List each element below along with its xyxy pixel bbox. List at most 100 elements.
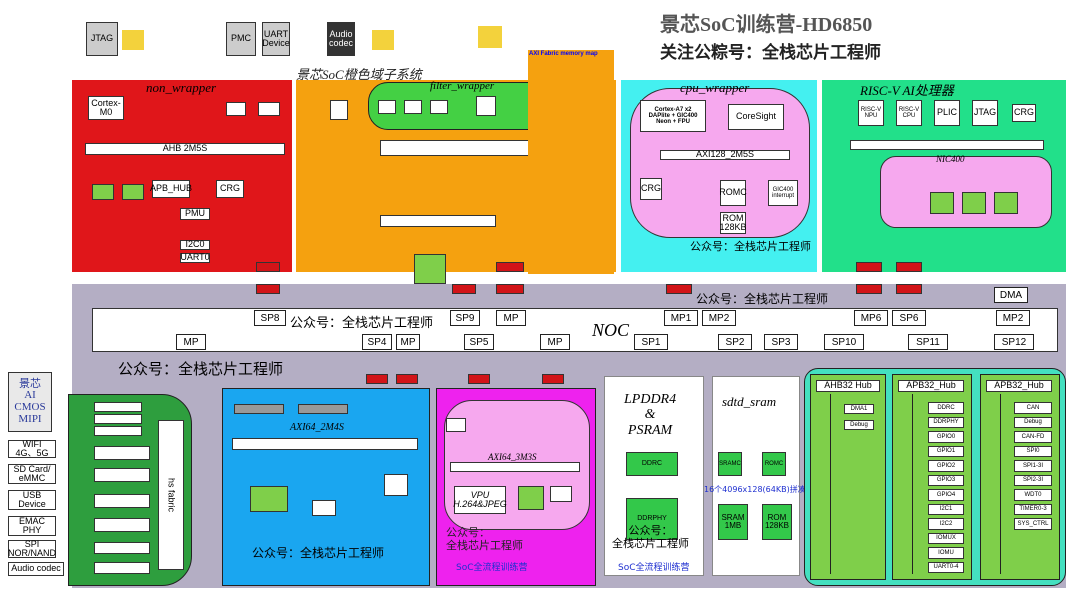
left-ctrl-5 [94, 468, 150, 482]
coresight-box: CoreSight [728, 104, 784, 130]
emac-phy-box: EMAC PHY [8, 516, 56, 536]
rom-box: ROM 128KB [762, 504, 792, 540]
axi64-3m3s-watermark-1: 公众号： 全栈芯片工程师 [446, 526, 523, 552]
axi64-3m3s-ctrl [550, 486, 572, 502]
noc-watermark-3: 公众号：全栈芯片工程师 [118, 360, 284, 378]
axi64-2m4s-bus [232, 438, 418, 450]
audio-codec-box: Audio codec [327, 22, 355, 56]
axi64-2m4s-watermark: 公众号：全栈芯片工程师 [252, 546, 385, 560]
wifi-box: WIFI 4G、5G [8, 439, 56, 458]
filter-block-1 [378, 100, 396, 114]
filter-block-3 [430, 100, 448, 114]
hub-item: CAN [1014, 402, 1052, 414]
ddrphy-box: DDRPHY [626, 498, 678, 540]
red-sram-block-1 [92, 184, 114, 200]
filter-block-riscv [476, 96, 496, 116]
ddrc-box: DDRC [626, 452, 678, 476]
non-wrapper-label: non_wrapper [146, 80, 217, 95]
axi64-2m4s-master-2 [298, 404, 348, 414]
port-mp-sp5: MP [540, 334, 570, 350]
plic-box: PLIC [934, 100, 960, 126]
noc-label: NOC [592, 320, 630, 340]
gic400-label: GIC400 interrupt [771, 186, 794, 199]
red-periph-2 [258, 102, 280, 116]
audio-codec-label: Audio codec [328, 28, 354, 48]
diagram-header: 景芯SoC训练营-HD6850 关注公粽号：全栈芯片工程师 [620, 4, 1080, 64]
orange-axi-bus [380, 140, 546, 156]
port-sp5: SP5 [464, 334, 494, 350]
uart-device-label: UART Device [262, 28, 290, 48]
cpu-wrapper-watermark: 公众号：全栈芯片工程师 [690, 240, 811, 253]
i2c0-box: I2C0 [180, 240, 210, 250]
apb32-hub-b-title: APB32_Hub [986, 380, 1052, 392]
ahb32-trunk [830, 394, 831, 574]
riscv-ai-label: RISC-V AI处理器 [860, 83, 954, 98]
port-mp2-right: MP2 [996, 310, 1030, 326]
hub-item: CAN-FD [1014, 431, 1052, 443]
axi64-3m3s-top [446, 418, 466, 432]
apb32b-trunk [1000, 394, 1001, 574]
conn-sp4 [366, 374, 388, 384]
conn-mp-sp5 [542, 374, 564, 384]
port-mp6: MP6 [854, 310, 888, 326]
hub-item: GPIO2 [928, 460, 964, 472]
left-ctrl-2 [94, 414, 142, 424]
axi128-bus: AXI128_2M5S [660, 150, 790, 160]
pmc-box: PMC [226, 22, 256, 56]
vpu-label: VPU H.264&JPEG [453, 489, 507, 509]
hub-item: SPI1-3I [1014, 460, 1052, 472]
top-bus-tag-2 [372, 30, 394, 50]
port-sp11: SP11 [908, 334, 948, 350]
hub-item: UART0-4 [928, 561, 964, 573]
hub-item: IOMU [928, 547, 964, 559]
emac-phy-label: EMAC PHY [18, 515, 45, 535]
red-sram-block-2 [122, 184, 144, 200]
hub-item: GPIO4 [928, 489, 964, 501]
top-bus-tag-3 [478, 26, 502, 48]
rom-128kb-label: ROM 128KB [719, 212, 747, 232]
hub-item: SYS_CTRL [1014, 518, 1052, 530]
axi64-2m4s-master-1 [234, 404, 284, 414]
left-ctrl-4 [94, 446, 150, 460]
riscv-crg-box: CRG [1012, 104, 1036, 122]
lpddr4-watermark-1: 公众号： 全栈芯片工程师 [612, 524, 689, 550]
left-ctrl-6 [94, 494, 150, 508]
riscv-npu-label: RISC-V NPU [860, 106, 882, 119]
jtag-box: JTAG [86, 22, 118, 56]
port-sp6: SP6 [892, 310, 926, 326]
red-periph-1 [226, 102, 246, 116]
cortex-m0-box: Cortex-M0 [88, 96, 124, 120]
port-sp9: SP9 [450, 310, 480, 326]
left-ctrl-1 [94, 402, 142, 412]
filter-block-2 [404, 100, 422, 114]
hub-item: SPI2-3I [1014, 474, 1052, 486]
port-mp-top: MP [496, 310, 526, 326]
conn-mp-sp4 [396, 374, 418, 384]
sd-card-label: SD Card/ eMMC [13, 463, 51, 483]
lpddr4-label-text: LPDDR4 & PSRAM [624, 392, 677, 438]
cortex-a7-label: Cortex-A7 x2 DAPlite + GIC400 Neon + FPU [648, 106, 698, 126]
hub-item: WDT0 [1014, 489, 1052, 501]
hs-fabric-label: hs fabric [166, 477, 177, 512]
usb-device-box: USB Device [8, 490, 56, 510]
riscv-npu-box: RISC-V NPU [858, 100, 884, 126]
axi64-3m3s-watermark-2: SoC全流程训练营 [456, 563, 528, 573]
port-mp-left: MP [176, 334, 206, 350]
left-ctrl-8 [94, 542, 150, 554]
apb32-hub-a-title: APB32_Hub [898, 380, 964, 392]
sensor-box: 景芯 AI CMOS MIPI [8, 372, 52, 432]
romc-box: ROMC [762, 452, 786, 476]
axi64-3m3s-label: AXI64_3M3S [488, 452, 537, 462]
hub-item: GPIO3 [928, 474, 964, 486]
noc-watermark-1: 公众号：全栈芯片工程师 [290, 316, 434, 331]
hub-item: I2C1 [928, 503, 964, 515]
axi64-2m4s-sram [250, 486, 288, 512]
port-sp4: SP4 [362, 334, 392, 350]
hub-item: DDRPHY [928, 416, 964, 428]
port-sp2: SP2 [718, 334, 752, 350]
orange-lower-bus [380, 215, 496, 227]
conn-mp1 [666, 284, 692, 294]
apb32a-trunk [912, 394, 913, 574]
lpddr4-watermark-1-text: 公众号： 全栈芯片工程师 [612, 524, 689, 551]
